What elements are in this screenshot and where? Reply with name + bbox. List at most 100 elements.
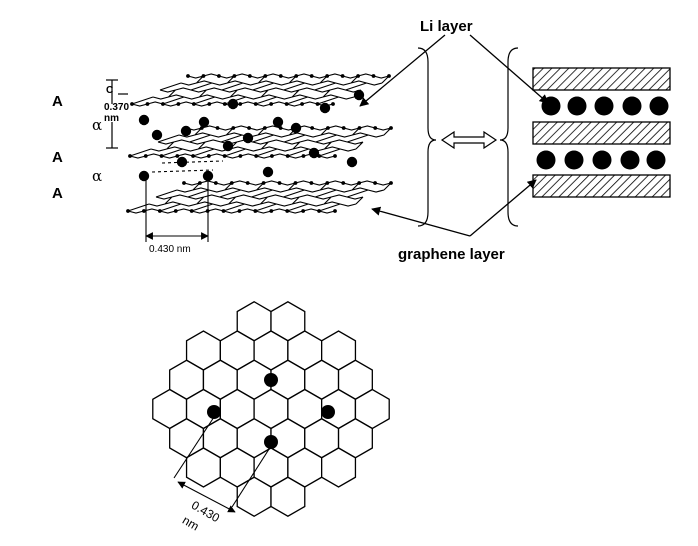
carbon-atom: [389, 126, 393, 130]
carbon-atom: [201, 74, 206, 78]
li-atom: [620, 150, 640, 170]
graphene-bonds: [129, 125, 392, 159]
top-distance-marker: [173, 416, 272, 513]
carbon-atom: [371, 74, 376, 78]
carbon-atom: [301, 209, 306, 213]
carbon-atom: [309, 74, 314, 78]
carbon-atom: [277, 181, 282, 185]
carbon-atom: [199, 126, 204, 130]
li-atom: [272, 116, 284, 128]
layer-schematic: [532, 67, 671, 198]
carbon-atom: [357, 181, 362, 185]
side-view-stack: [126, 73, 393, 214]
carbon-atom: [270, 154, 274, 158]
graphene-sheet-middle: [532, 121, 671, 145]
carbon-atom: [261, 181, 266, 185]
carbon-atom: [189, 209, 194, 213]
carbon-atom: [231, 126, 236, 130]
stacking-label-3: A: [52, 149, 63, 166]
li-atom: [353, 89, 365, 101]
carbon-atom: [269, 102, 274, 106]
graphene-layer-label: graphene layer: [398, 246, 505, 263]
carbon-atom: [269, 209, 274, 213]
graphene-bonds: [127, 180, 392, 214]
li-atoms-side: [138, 89, 365, 182]
li-atom: [202, 170, 214, 182]
carbon-atom: [341, 181, 346, 185]
carbon-atom: [331, 102, 335, 106]
carbon-atom: [262, 126, 267, 130]
carbon-atom: [217, 74, 221, 78]
carbon-atom: [245, 181, 250, 185]
carbon-atom: [130, 102, 134, 106]
carbon-atom: [333, 209, 337, 213]
graphene-sheet-top: [532, 67, 671, 91]
li-atom: [564, 150, 584, 170]
li-atom: [262, 166, 274, 178]
carbon-atom: [333, 154, 337, 158]
li-arrow-left: [359, 34, 446, 107]
carbon-atom: [222, 154, 227, 158]
li-atom: [198, 116, 210, 128]
hexagon-cell: [321, 447, 357, 488]
stacking-label-5: A: [52, 185, 63, 202]
li-atom: [264, 435, 278, 449]
carbon-atom: [215, 126, 220, 130]
carbon-atom: [294, 74, 299, 78]
hexagon-cell: [270, 476, 306, 518]
li-atom: [346, 156, 358, 168]
carbon-atom: [198, 181, 202, 185]
carbon-atom: [128, 154, 132, 158]
stacking-label-4: α: [92, 167, 103, 185]
li-atom: [222, 140, 234, 152]
carbon-atom: [173, 209, 178, 213]
li-atom: [138, 114, 150, 126]
carbon-atom: [247, 74, 252, 78]
carbon-atom: [301, 154, 306, 158]
carbon-atom: [341, 126, 346, 130]
li-row-upper: [541, 96, 669, 116]
li-atom: [622, 96, 642, 116]
carbon-atom: [191, 154, 195, 158]
carbon-atom: [325, 74, 330, 78]
li-row-lower: [536, 150, 666, 170]
carbon-atom: [221, 209, 226, 213]
li-layer-label: Li layer: [420, 18, 473, 35]
carbon-atom: [126, 209, 130, 213]
carbon-atom: [238, 154, 243, 158]
side-distance-marker: [145, 160, 224, 242]
left-brace: [417, 47, 437, 227]
li-atom: [207, 405, 221, 419]
carbon-atom: [229, 181, 234, 185]
carbon-atom: [237, 209, 242, 213]
li-atom: [227, 98, 239, 110]
carbon-atom: [326, 126, 330, 130]
graphene-sheet-1: [130, 73, 391, 107]
carbon-atom: [142, 209, 146, 213]
carbon-atom: [373, 181, 377, 185]
li-atom: [264, 373, 278, 387]
li-atom: [594, 96, 614, 116]
carbon-atom: [310, 126, 315, 130]
carbon-atom: [145, 102, 150, 106]
graphene-arrow-right: [469, 179, 537, 237]
carbon-atom: [387, 74, 391, 78]
carbon-atom: [325, 181, 330, 185]
carbon-atom: [157, 209, 162, 213]
carbon-atom: [186, 74, 190, 78]
carbon-atom: [278, 126, 283, 130]
carbon-atom: [206, 154, 211, 158]
stacking-label-1: A: [52, 93, 63, 110]
li-atom: [536, 150, 556, 170]
li-atom: [321, 405, 335, 419]
stacking-label-2: α: [92, 116, 103, 134]
graphene-sheet-2: [128, 125, 393, 159]
carbon-atom: [285, 154, 290, 158]
spacing-value: 0.370: [104, 102, 130, 113]
li-atom: [290, 122, 302, 134]
li-atom: [319, 102, 331, 114]
li-atom: [649, 96, 669, 116]
li-atom: [151, 129, 163, 141]
carbon-atom: [317, 209, 321, 213]
